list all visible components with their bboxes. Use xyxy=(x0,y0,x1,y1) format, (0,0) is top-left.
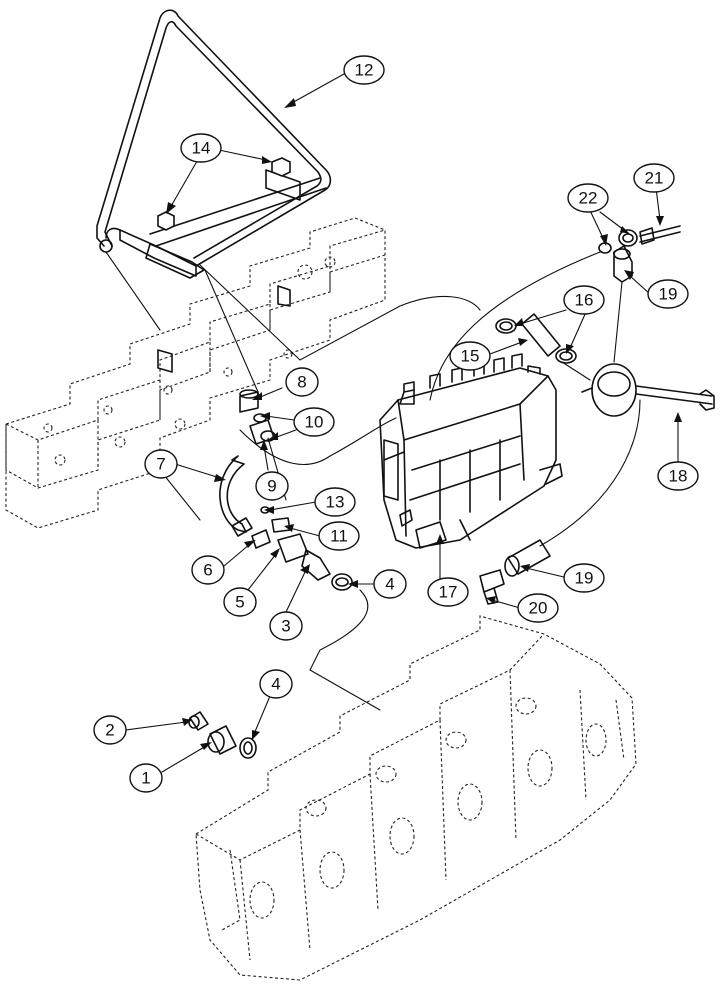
callout-label: 16 xyxy=(575,291,594,310)
fittings-group xyxy=(219,389,353,591)
callout-label: 1 xyxy=(141,769,150,788)
connection-lines xyxy=(105,251,641,711)
callout-label: 8 xyxy=(297,373,306,392)
callout-6: 6 xyxy=(191,555,225,585)
callout-label: 6 xyxy=(203,561,212,580)
callout-label: 2 xyxy=(105,721,114,740)
callout-1: 1 xyxy=(129,763,163,793)
callout-4-lower: 4 xyxy=(259,669,293,699)
callout-8: 8 xyxy=(285,367,319,397)
callout-label: 5 xyxy=(235,593,244,612)
callout-label: 22 xyxy=(579,189,598,208)
callout-label: 18 xyxy=(669,467,688,486)
callout-label: 14 xyxy=(192,139,211,158)
leader-lines xyxy=(125,73,682,773)
fuel-injection-pump xyxy=(379,353,563,549)
callout-label: 20 xyxy=(529,599,548,618)
engine-block xyxy=(195,615,637,981)
aneroid-control xyxy=(581,363,715,417)
callout-label: 19 xyxy=(659,285,678,304)
callout-17: 17 xyxy=(427,577,469,607)
callout-22: 22 xyxy=(567,183,609,213)
callout-14: 14 xyxy=(180,133,222,163)
callout-12: 12 xyxy=(343,55,385,85)
plug-group xyxy=(188,711,257,759)
callout-label: 4 xyxy=(385,575,394,594)
callout-18: 18 xyxy=(657,461,699,491)
callout-label: 7 xyxy=(156,455,165,474)
callout-20: 20 xyxy=(517,593,559,623)
hose-and-clamps xyxy=(495,313,577,364)
callout-3: 3 xyxy=(269,611,303,641)
fuel-return-tube xyxy=(96,9,332,279)
callout-5: 5 xyxy=(223,587,257,617)
callout-13: 13 xyxy=(314,487,356,517)
banjo-bolt-group xyxy=(598,225,681,283)
callout-10: 10 xyxy=(293,407,335,437)
callout-19-upper: 19 xyxy=(647,279,689,309)
callout-19-lower: 19 xyxy=(563,563,605,593)
callout-21: 21 xyxy=(633,163,675,193)
callout-label: 15 xyxy=(461,347,480,366)
callout-label: 9 xyxy=(267,477,276,496)
callout-label: 12 xyxy=(355,61,374,80)
callout-16: 16 xyxy=(563,285,605,315)
callout-2: 2 xyxy=(93,715,127,745)
callout-label: 19 xyxy=(575,569,594,588)
callout-9: 9 xyxy=(255,471,289,501)
callout-label: 10 xyxy=(305,413,324,432)
callout-label: 21 xyxy=(645,169,664,188)
callout-4-upper: 4 xyxy=(373,569,407,599)
callout-label: 3 xyxy=(281,617,290,636)
callout-11: 11 xyxy=(318,521,360,551)
valve-cover-section xyxy=(5,217,386,529)
callout-7: 7 xyxy=(144,449,178,479)
callout-label: 11 xyxy=(330,527,348,546)
callout-label: 17 xyxy=(439,583,458,602)
callout-label: 13 xyxy=(326,493,345,512)
callout-label: 4 xyxy=(271,675,280,694)
callout-15: 15 xyxy=(449,341,491,371)
